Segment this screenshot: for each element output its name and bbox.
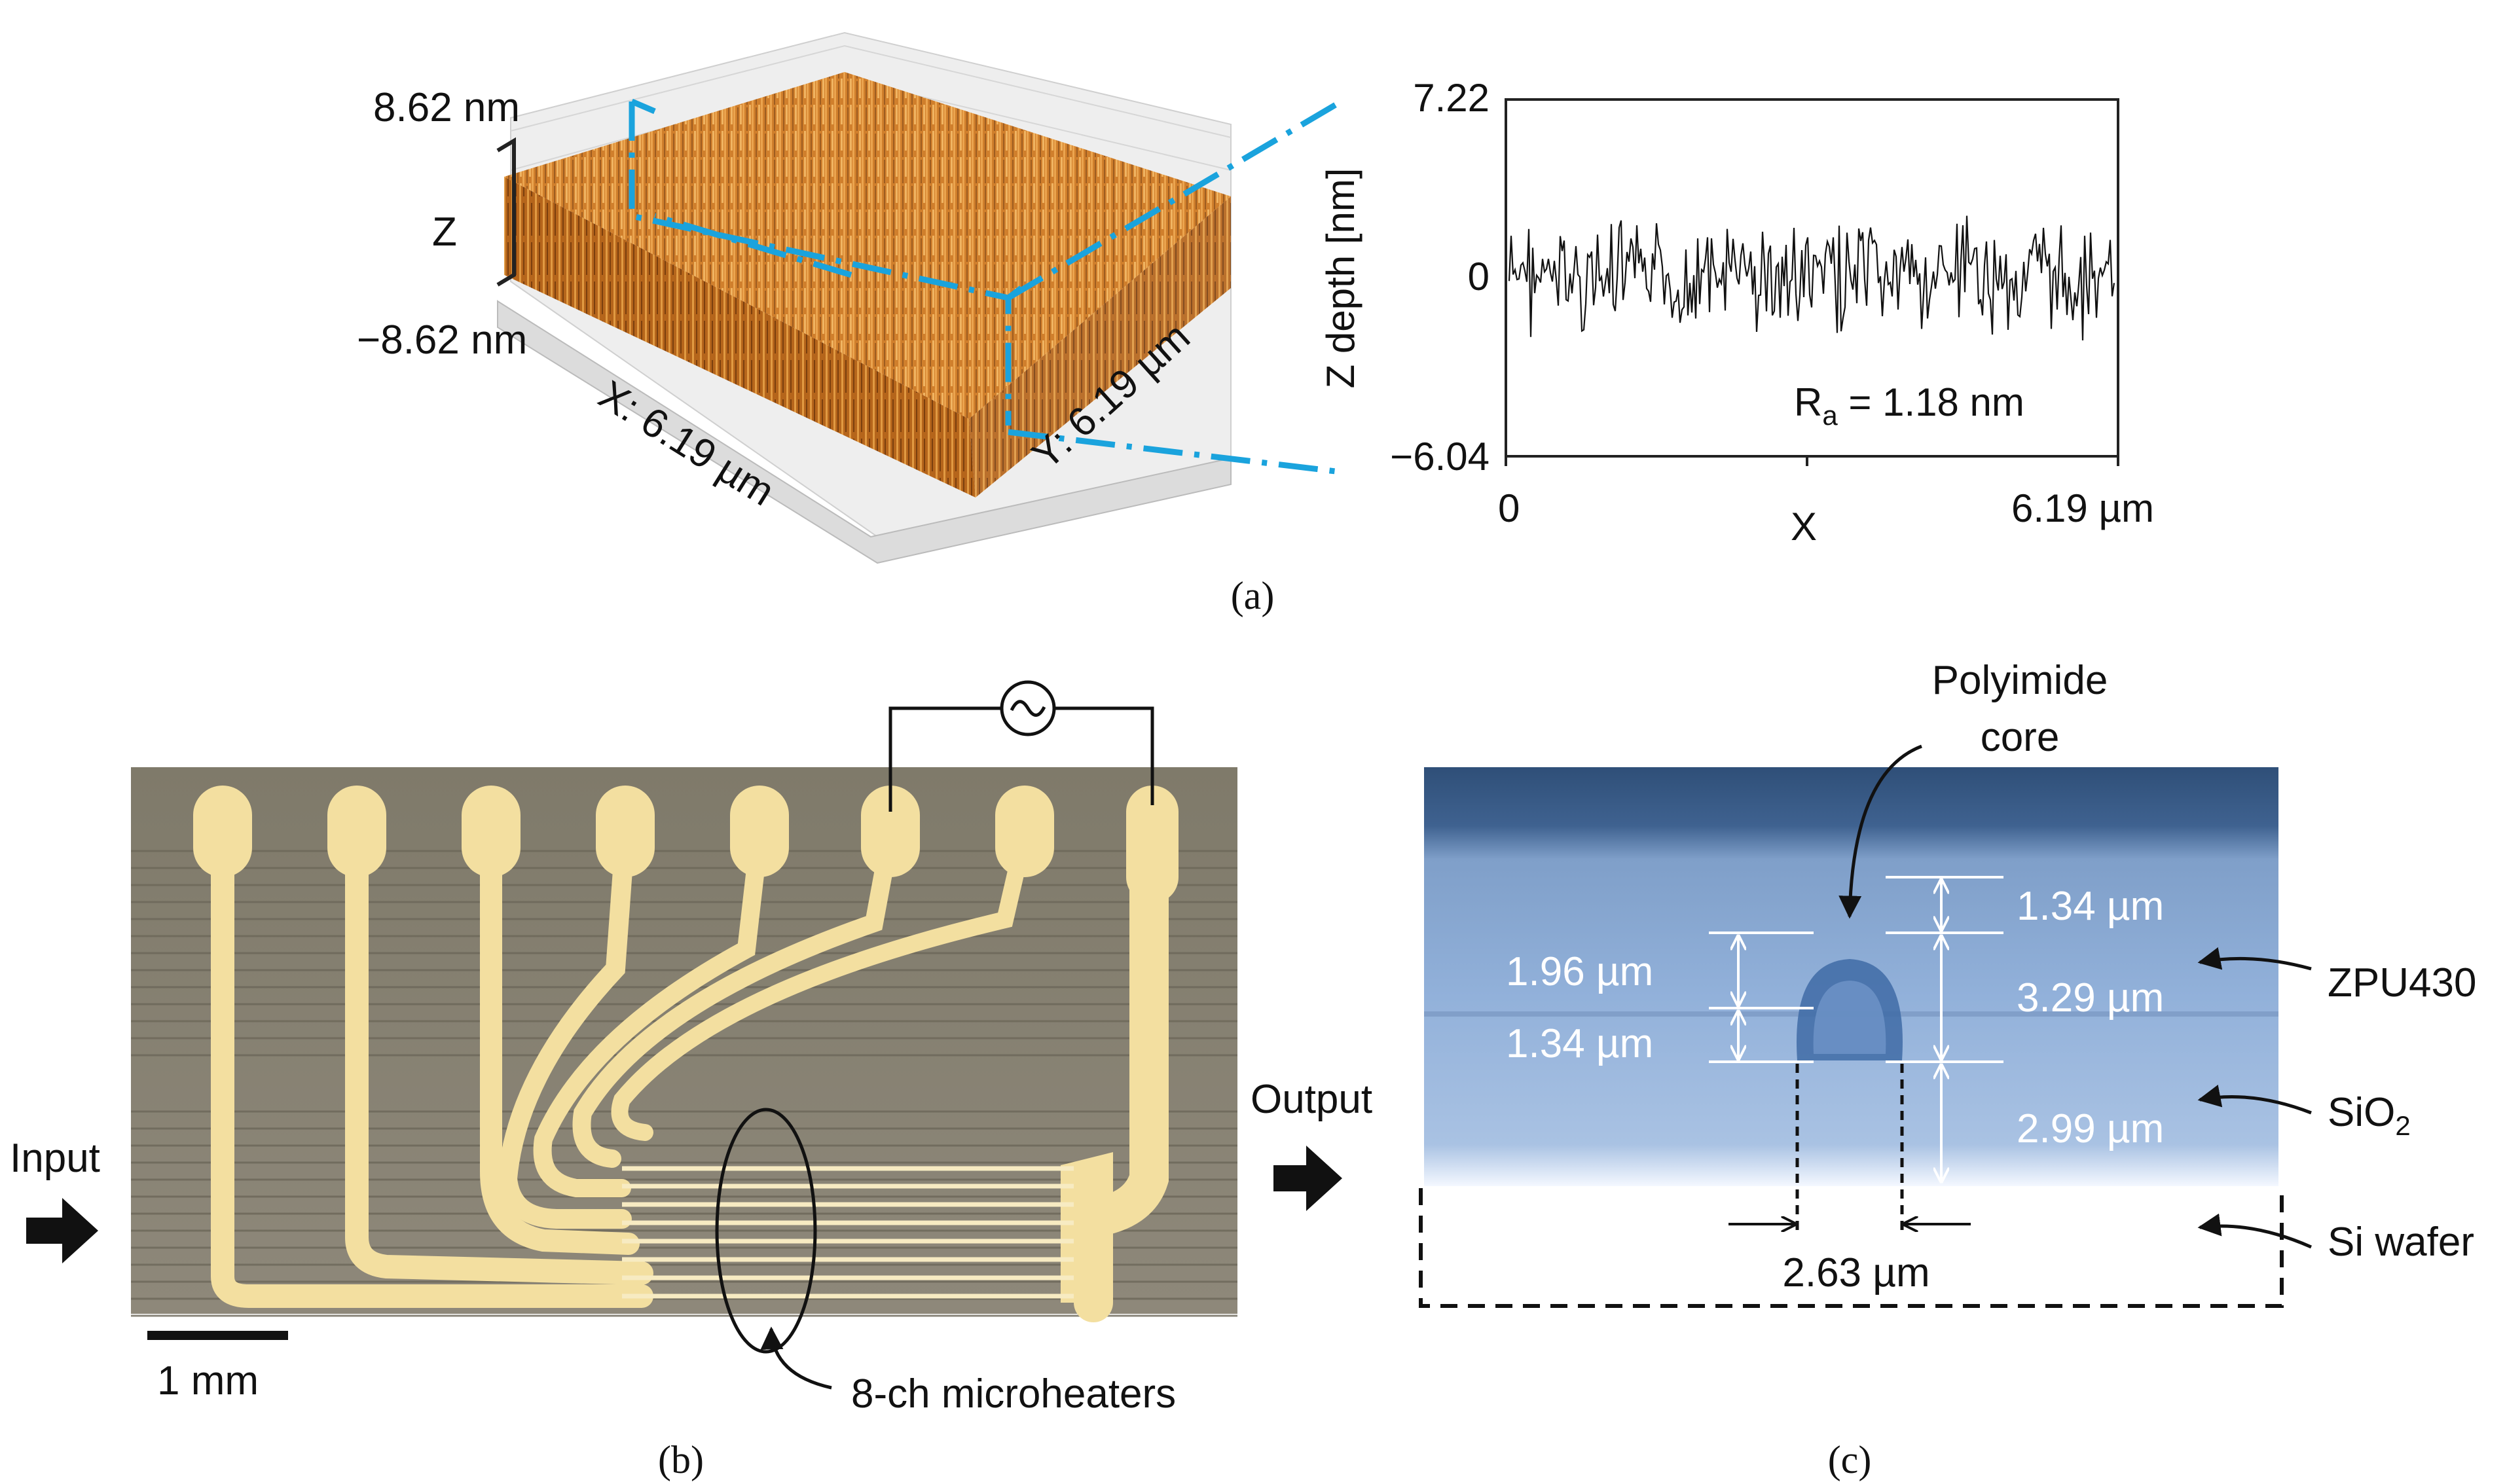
output-label: Output	[1251, 1077, 1372, 1122]
profile-y-top-tick: 7.22	[1413, 76, 1490, 120]
heaters-label: 8-ch microheaters	[851, 1371, 1176, 1417]
waveguide-cross-section	[1419, 767, 2284, 1308]
roughness-profile-line	[1508, 215, 2115, 341]
sio2-label: SiO2	[2328, 1090, 2411, 1141]
dim-lower-cladding: 1.34 µm	[1506, 1021, 1653, 1066]
profile-y-zero-tick: 0	[1468, 255, 1490, 299]
polyimide-core-label-2: core	[1981, 715, 2060, 760]
profile-x-end-tick: 6.19 µm	[2011, 486, 2154, 530]
dim-sio2-layer: 2.99 µm	[2017, 1106, 2164, 1151]
z-max-label: 8.62 nm	[373, 85, 520, 130]
profile-y-bottom-tick: −6.04	[1390, 435, 1490, 479]
caption-b: (b)	[658, 1438, 704, 1481]
dim-core-height: 1.96 µm	[1506, 949, 1653, 994]
ac-source-circuit	[888, 680, 1154, 812]
scale-bar-label: 1 mm	[157, 1358, 259, 1403]
scale-bar	[147, 1331, 288, 1340]
chip-micrograph	[131, 767, 1237, 1322]
z-axis-label: Z	[432, 209, 457, 255]
dimension-lines	[1709, 876, 2003, 1182]
input-arrow-icon	[26, 1198, 98, 1263]
caption-a: (a)	[1231, 574, 1275, 617]
si-wafer-label: Si wafer	[2328, 1220, 2474, 1265]
zpu430-label: ZPU430	[2328, 960, 2476, 1005]
roughness-ra-label: Ra = 1.18 nm	[1794, 380, 2024, 431]
profile-x-start-tick: 0	[1498, 486, 1520, 530]
dim-top-cladding: 1.34 µm	[2017, 884, 2164, 929]
callout-arrows	[1838, 744, 2313, 1249]
profile-x-axis-label: X	[1791, 505, 1817, 549]
afm-3d-surface	[496, 31, 1232, 564]
profile-y-axis-label: Z depth [nm]	[1319, 168, 1362, 389]
z-min-label: −8.62 nm	[357, 317, 527, 363]
output-arrow-icon	[1273, 1146, 1342, 1211]
dim-core-width: 2.63 µm	[1782, 1250, 1929, 1295]
input-label: Input	[10, 1136, 100, 1181]
dim-middle-layer: 3.29 µm	[2017, 975, 2164, 1021]
section-plane	[629, 98, 1338, 475]
profile-chart	[1505, 98, 2119, 466]
heater-ellipse-callout	[715, 1108, 832, 1390]
caption-c: (c)	[1828, 1438, 1872, 1481]
polyimide-core-label: Polyimide	[1932, 658, 2108, 703]
